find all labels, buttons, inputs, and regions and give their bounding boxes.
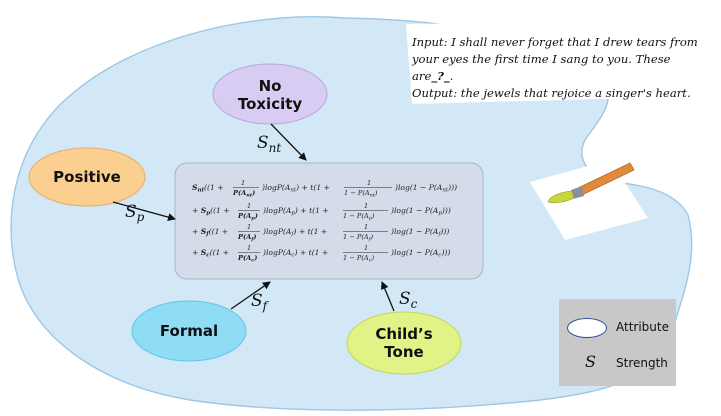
node-positive: Positive — [28, 147, 146, 207]
arrow-childs-tone — [380, 281, 395, 312]
node-childs-tone: Child’s Tone — [346, 311, 462, 375]
example-output: Output: the jewels that rejoice a singer… — [412, 85, 702, 102]
formula-row-c: + Sc((1 + 1 P(Ac) )logP(Ac) + t(1 + 1 1 … — [192, 244, 450, 264]
svg-text:)logP(Ant) + t(1 +: )logP(Ant) + t(1 + — [261, 183, 330, 194]
legend-ellipse-icon — [567, 318, 607, 338]
strength-c-label: Sc — [399, 289, 418, 311]
svg-text:Snt((1 +: Snt((1 + — [192, 183, 224, 194]
svg-text:1: 1 — [367, 179, 371, 187]
svg-text:1: 1 — [247, 244, 251, 252]
formula-box — [174, 162, 484, 280]
svg-text:1 − P(Ant): 1 − P(Ant) — [344, 189, 378, 199]
node-formal: Formal — [131, 300, 247, 362]
legend-strength-symbol: S — [585, 352, 596, 371]
svg-text:1 − P(Ac): 1 − P(Ac) — [343, 254, 375, 264]
strength-p-label: Sp — [125, 202, 145, 224]
input-blank: _?_ — [431, 69, 450, 83]
svg-text:+ Sp((1 +: + Sp((1 + — [192, 206, 230, 217]
svg-text:)logP(Ap) + t(1 +: )logP(Ap) + t(1 + — [262, 206, 329, 217]
arrow-positive — [112, 201, 176, 222]
node-childs-tone-line1: Child’s — [375, 325, 432, 343]
strength-nt-label: Snt — [257, 133, 281, 155]
node-no-toxicity: No Toxicity — [212, 63, 328, 125]
svg-text:)log(1 − P(Ant))): )log(1 − P(Ant))) — [394, 183, 457, 194]
svg-text:P(Ant): P(Ant) — [232, 189, 255, 199]
svg-text:)logP(Ac) + t(1 +: )logP(Ac) + t(1 + — [262, 248, 328, 259]
legend-strength-label: Strength — [616, 356, 668, 370]
node-no-toxicity-line2: Toxicity — [238, 95, 303, 113]
legend-attribute-label: Attribute — [616, 320, 669, 334]
svg-text:1: 1 — [364, 202, 368, 210]
arrow-no-toxicity — [270, 123, 307, 161]
svg-text:1: 1 — [241, 179, 245, 187]
svg-text:1: 1 — [247, 223, 251, 231]
formula-row-nt: Snt((1 + 1 P(Ant) )logP(Ant) + t(1 + 1 1… — [192, 179, 457, 199]
example-card — [406, 20, 712, 104]
formula-rows: Snt((1 + 1 P(Ant) )logP(Ant) + t(1 + 1 1… — [192, 179, 457, 264]
output-text: : the jewels that rejoice a singer's hea… — [453, 86, 691, 100]
strength-f-label: Sf — [251, 291, 270, 313]
formula-row-f: + Sf((1 + 1 P(Af) )logP(Af) + t(1 + 1 1 … — [192, 223, 449, 243]
formula-row-p: + Sp((1 + 1 P(Ap) )logP(Ap) + t(1 + 1 1 … — [192, 202, 451, 222]
legend-row-attribute: Attribute — [559, 315, 676, 339]
svg-text:1: 1 — [364, 244, 368, 252]
legend-row-strength: S Strength — [559, 351, 676, 375]
svg-text:1: 1 — [364, 223, 368, 231]
svg-text:1 − P(Ap): 1 − P(Ap) — [343, 212, 375, 222]
input-end: . — [449, 69, 454, 83]
svg-text:P(Ac): P(Ac) — [237, 254, 257, 264]
svg-text:1: 1 — [247, 202, 251, 210]
svg-text:P(Ap): P(Ap) — [237, 212, 258, 222]
input-label: Input — [412, 35, 444, 49]
node-no-toxicity-line1: No — [259, 77, 282, 95]
svg-text:+ Sf((1 +: + Sf((1 + — [192, 227, 228, 238]
example-input: Input: I shall never forget that I drew … — [412, 34, 702, 85]
example-text: Input: I shall never forget that I drew … — [412, 34, 702, 102]
input-text: : I shall never forget that I drew tears… — [412, 35, 698, 83]
svg-text:)log(1 − P(Ap))): )log(1 − P(Ap))) — [390, 206, 451, 217]
paint-brush-icon — [530, 160, 648, 240]
svg-text:+ Sc((1 +: + Sc((1 + — [192, 248, 229, 259]
output-label: Output — [412, 86, 454, 100]
legend: Attribute S Strength — [559, 299, 676, 386]
node-positive-label: Positive — [53, 168, 121, 186]
svg-text:)log(1 − P(Af))): )log(1 − P(Af))) — [390, 227, 449, 238]
arrow-formal — [230, 281, 271, 310]
svg-text:)log(1 − P(Ac))): )log(1 − P(Ac))) — [390, 248, 450, 259]
svg-text:)logP(Af) + t(1 +: )logP(Af) + t(1 + — [262, 227, 327, 238]
node-childs-tone-line2: Tone — [384, 343, 423, 361]
svg-text:1 − P(Af): 1 − P(Af) — [343, 233, 374, 243]
node-formal-label: Formal — [160, 322, 218, 340]
svg-text:P(Af): P(Af) — [237, 233, 256, 243]
